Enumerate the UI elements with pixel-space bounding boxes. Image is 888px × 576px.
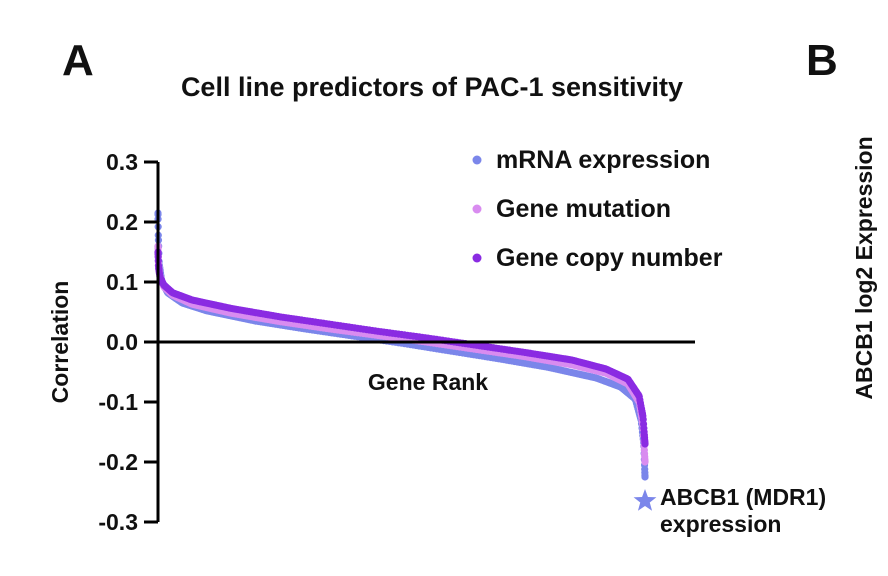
legend-label-1: mRNA expression [496, 146, 710, 174]
x-axis-label: Gene Rank [368, 369, 488, 395]
y-tick-label-2: 0.1 [106, 269, 138, 295]
y-tick-label-5: -0.2 [98, 449, 138, 475]
series-1-point-260 [641, 473, 649, 481]
panel-label-b: B [806, 36, 838, 85]
y-tick-label-0: 0.3 [106, 149, 138, 175]
series-3-point-260 [641, 440, 649, 448]
legend-label-2: Gene mutation [496, 195, 671, 223]
chart-title: Cell line predictors of PAC-1 sensitivit… [181, 72, 683, 102]
series-3-points [154, 248, 649, 448]
series-2-point-260 [641, 458, 649, 466]
y-axis-label: Correlation [47, 281, 73, 404]
annotation-line-2: expression [660, 511, 781, 537]
legend-marker-1 [472, 155, 482, 165]
legend-marker-3 [472, 253, 482, 263]
panel-label-a: A [62, 36, 94, 85]
side-axis-label: ABCB1 log2 Expression [851, 136, 877, 399]
data-points [154, 209, 649, 481]
y-axis-ticks: 0.3 0.2 0.1 0.0 -0.1 -0.2 -0.3 [98, 149, 158, 535]
star-icon [633, 489, 657, 511]
y-tick-label-1: 0.2 [106, 209, 138, 235]
abcb1-annotation: ABCB1 (MDR1) expression [633, 484, 826, 537]
y-tick-label-4: -0.1 [98, 389, 138, 415]
legend-label-3: Gene copy number [496, 244, 723, 272]
y-tick-label-6: -0.3 [98, 509, 138, 535]
y-tick-label-3: 0.0 [106, 329, 138, 355]
series-2-points [154, 242, 649, 466]
annotation-line-1: ABCB1 (MDR1) [660, 484, 826, 510]
legend-marker-2 [472, 204, 482, 214]
